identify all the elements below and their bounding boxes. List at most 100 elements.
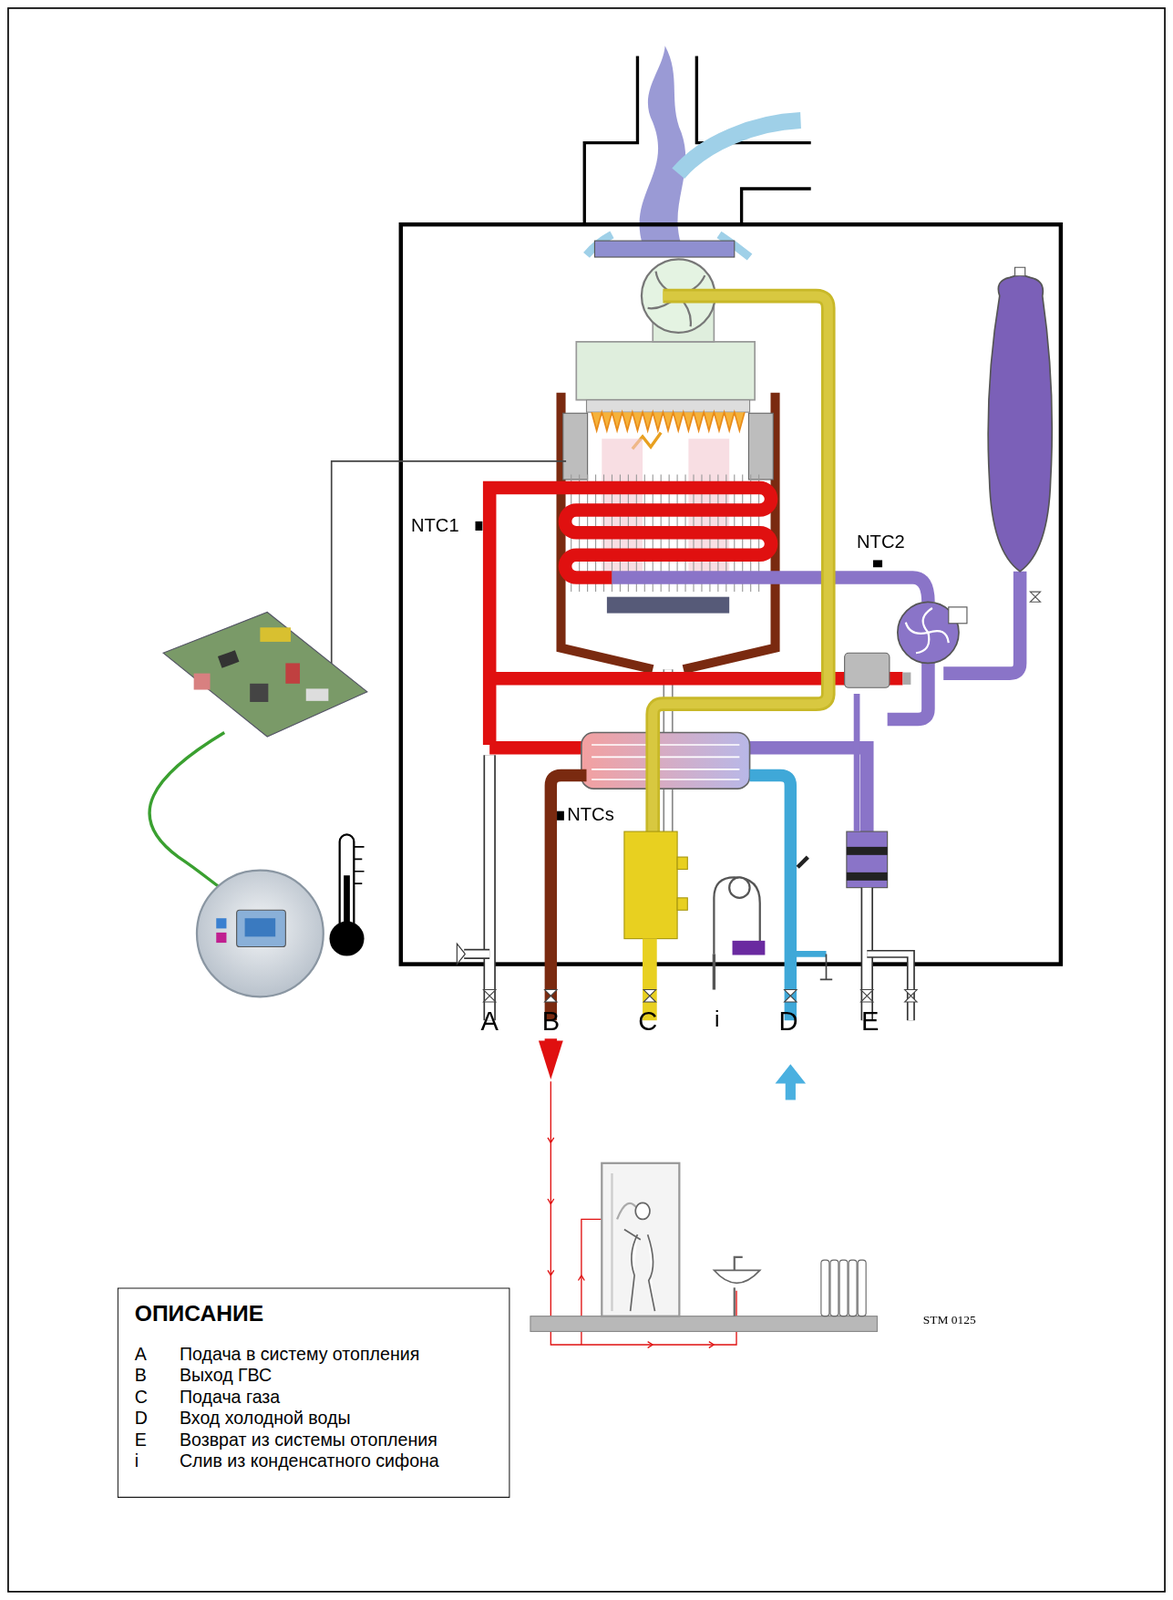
control-panel-part: [245, 917, 277, 937]
connection-letter: i: [714, 1007, 720, 1032]
gas-pipe-part: [652, 296, 828, 847]
bathroom-part: [713, 1269, 760, 1283]
return-pipe-part: [887, 660, 929, 720]
control-wiring-part: [331, 461, 566, 684]
expansion-vessel: [987, 267, 1052, 602]
boiler-casing-part: [401, 224, 1061, 964]
plate-heat-exchanger-part: [591, 744, 740, 780]
legend-description: Возврат из системы отопления: [179, 1429, 438, 1451]
control-board-part: [163, 611, 368, 737]
control-board-part: [194, 673, 211, 690]
valves: [483, 953, 917, 1002]
plate-heat-exchanger: [581, 732, 751, 790]
legend-key: A: [134, 1343, 180, 1366]
legend-key: B: [134, 1364, 180, 1387]
flow-arrows: [538, 1038, 806, 1100]
thermometer: [329, 833, 364, 956]
connection-letter: B: [542, 1007, 560, 1037]
flue-gas-part: [678, 120, 801, 174]
expansion-vessel-part: [1015, 267, 1026, 276]
valves-part: [483, 989, 495, 1002]
bathroom-part-part: [839, 1259, 848, 1317]
control-panel-part: [196, 870, 324, 998]
burner-part: [591, 411, 745, 431]
legend-description: Подача газа: [179, 1386, 280, 1409]
legend-key: i: [134, 1450, 180, 1472]
flue-part: [741, 188, 812, 223]
condensate-line-part: [729, 876, 750, 897]
control-board-part: [285, 662, 300, 683]
sensor-label: NTC1: [411, 515, 460, 536]
sensors-part: [556, 811, 565, 821]
legend-row: AПодача в систему отопления: [134, 1343, 494, 1366]
plate-heat-exchanger-part: [581, 732, 751, 790]
diverter-valve-part: [846, 831, 888, 888]
return-pipe-part: [611, 576, 928, 602]
connection-letter: D: [779, 1007, 799, 1037]
legend-row: DВход холодной воды: [134, 1407, 494, 1430]
bathroom-part: [733, 1286, 736, 1316]
boiler-casing: [401, 224, 1061, 964]
sensor-label: NTC2: [856, 532, 906, 553]
legend-description: Слив из конденсатного сифона: [179, 1450, 440, 1472]
pipe-a-part: [463, 949, 490, 957]
heating-flow-pipe-part: [902, 672, 911, 685]
gas-pipe-part: [677, 897, 688, 910]
combustion-chamber-part: [607, 596, 730, 614]
control-panel: [196, 870, 324, 998]
fan: [576, 258, 755, 400]
bathroom-part-part: [821, 1259, 830, 1317]
flue-gas-part: [639, 45, 687, 245]
thermometer-part: [339, 833, 355, 931]
gas-pipe-part: [652, 296, 828, 847]
valves-part: [905, 989, 917, 1002]
legend-row: CПодача газа: [134, 1386, 494, 1409]
legend-heading: ОПИСАНИЕ: [134, 1300, 494, 1328]
heating-flow-pipe-part: [489, 671, 903, 686]
valves-part: [820, 953, 833, 979]
combustion-chamber-part: [563, 412, 588, 480]
connection-letter: A: [480, 1007, 498, 1037]
pipe-a-part: [463, 948, 490, 959]
gas-pipe-part: [677, 856, 688, 869]
pipe-a-part: [483, 754, 495, 1020]
sensors: [475, 521, 884, 821]
bathroom-part: [530, 1316, 878, 1332]
bathroom-part: [624, 1202, 656, 1311]
flue: [584, 56, 811, 223]
thermometer-part: [353, 846, 364, 884]
bathroom-part-part: [857, 1259, 866, 1317]
valves-part: [545, 989, 557, 1002]
bathroom-part: [610, 1173, 613, 1311]
cold-water-pipe: [750, 775, 827, 1021]
diverter-valve-part: [846, 872, 888, 881]
cold-water-pipe-part: [797, 856, 808, 867]
diverter-valve-part: [854, 693, 861, 832]
diverter-valve: [844, 652, 912, 1020]
cold-water-pipe-part: [750, 775, 792, 1021]
bathroom-part-part: [830, 1259, 839, 1317]
cold-water-pipe-part: [790, 950, 826, 957]
gas-pipe-part: [624, 831, 678, 939]
control-board-part: [259, 627, 291, 642]
sensors-part: [475, 521, 484, 531]
sensors-part: [873, 559, 883, 567]
legend-row: BВыход ГВС: [134, 1364, 494, 1387]
legend-key: E: [134, 1429, 180, 1451]
bathroom-part-part: [848, 1259, 857, 1317]
control-board-part: [217, 649, 240, 669]
legend-row: EВозврат из системы отопления: [134, 1429, 494, 1451]
legend-description: Выход ГВС: [179, 1364, 272, 1387]
control-panel-part: [216, 917, 227, 928]
control-wiring-part: [149, 732, 237, 898]
legend-description: Подача в систему отопления: [179, 1343, 420, 1366]
pump-part: [905, 607, 949, 653]
return-pipe-part: [943, 571, 1020, 674]
bathroom: [530, 1162, 878, 1332]
pump-part: [948, 607, 968, 624]
bathroom-part: [821, 1259, 866, 1317]
connection-letter: C: [637, 1007, 658, 1037]
control-panel-part: [216, 932, 227, 943]
